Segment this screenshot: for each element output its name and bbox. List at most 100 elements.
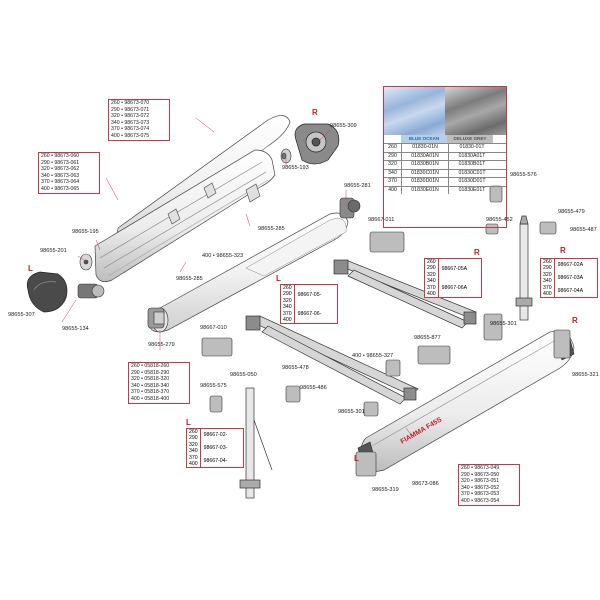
size-value: 260 (283, 285, 292, 291)
part-code: 98667-03A (557, 275, 584, 282)
fabric-swatches (384, 87, 506, 135)
size-value: 340 (543, 278, 552, 285)
callout-98655-877: 98655-877 (414, 335, 441, 341)
callout-98655-134: 98655-134 (62, 326, 89, 332)
table-line: 370 • 98673-064 (41, 179, 80, 186)
table-line: 320 • 98673-072 (111, 113, 150, 120)
callout-98655-050: 98655-050 (230, 372, 257, 378)
part-code: 98667-04- (203, 458, 228, 465)
size-value: 340 (427, 278, 436, 285)
tube-end-plug (147, 307, 165, 329)
size-value: 370 (543, 284, 552, 291)
callout-98655-193: 98655-193 (282, 165, 309, 171)
swatch-code: 01830B01N (401, 161, 448, 169)
table-line: 370 • 05818-370 (131, 389, 170, 396)
table-line: 370 • 98673-053 (461, 491, 500, 498)
callout-98655-576: 98655-576 (510, 172, 537, 178)
callout-98655-486: 98655-486 (300, 385, 327, 391)
case-brackets (167, 182, 261, 225)
size-value: 290 (543, 265, 552, 272)
table-line: 340 • 98673-063 (41, 172, 80, 179)
table-line: 400 • 05818-400 (131, 395, 170, 402)
callout-98655-285-a: 98655-285 (258, 226, 285, 232)
left-end-cap (26, 271, 68, 313)
callout-98667-010: 98667-010 (200, 325, 227, 331)
size-value: 290 (283, 291, 292, 298)
table-line: 370 • 98673-074 (111, 126, 150, 133)
size-value: 370 (283, 310, 292, 317)
table-line: 260 • 98673-060 (41, 153, 80, 159)
callout-98655-478: 98655-478 (282, 365, 309, 371)
size-value: 320 (543, 271, 552, 278)
callout-98655-285-b: 98655-285 (176, 276, 203, 282)
swatch-blue-ocean (384, 87, 445, 135)
callout-98655-307: 98655-307 (8, 312, 35, 318)
right-end-cap (294, 123, 340, 165)
arm-assembly-right (333, 259, 477, 329)
table-line: 260 • 98673-070 (111, 100, 150, 106)
side-label-right-front: R (572, 316, 578, 325)
table-line: 400 • 98673-065 (41, 185, 80, 192)
swatch-code: 01830C01T (448, 169, 495, 177)
part-code: 98667-02- (203, 432, 228, 439)
swatch-code: 01830-01T (448, 144, 495, 152)
callout-98655-279: 98655-279 (148, 342, 175, 348)
size-value: 340 (189, 448, 198, 455)
swatch-size: 320 (388, 161, 397, 167)
swatch-code: 01830D01N (401, 178, 448, 186)
callout-98655-319: 98655-319 (372, 487, 399, 493)
size-value: 260 (427, 259, 436, 265)
fabric-strip (245, 218, 347, 277)
callout-98655-321: 98655-321 (572, 372, 599, 378)
swatch-size: 400 (388, 186, 397, 193)
size-value: 320 (427, 271, 436, 278)
size-value: 370 (427, 284, 436, 291)
callout-98655-479: 98655-479 (558, 209, 585, 215)
table-line: 320 • 98673-051 (461, 478, 500, 485)
side-label-left-leg: L (186, 418, 191, 427)
small-hardware (201, 185, 571, 477)
leader-lines (61, 117, 413, 437)
callout-98655-487: 98655-487 (570, 227, 597, 233)
part-code: 98667-06A (441, 284, 468, 291)
side-label-right-endcap: R (312, 108, 318, 117)
callout-98655-309: 98655-309 (330, 123, 357, 129)
table-line: 320 • 05818-320 (131, 376, 170, 383)
table-line: 290 • 98673-050 (461, 471, 500, 478)
size-value: 290 (427, 265, 436, 272)
case-profile (94, 149, 276, 282)
size-value: 320 (189, 441, 198, 448)
callout-98655-301-a: 98655-301 (490, 321, 517, 327)
table-line: 340 • 05818-340 (131, 382, 170, 389)
washer (79, 253, 93, 271)
swatch-code: 01830A01N (401, 152, 448, 160)
swatch-size: 370 (388, 178, 397, 184)
swatch-size: 340 (388, 169, 397, 176)
callout-98655-195: 98655-195 (72, 229, 99, 235)
table-line: 290 • 98673-071 (111, 106, 150, 113)
size-value: 400 (427, 291, 436, 298)
callout-98655-452: 98655-452 (486, 217, 513, 223)
table-line: 290 • 98673-061 (41, 159, 80, 166)
header-blue-ocean: BLUE OCEAN (401, 135, 447, 143)
size-value: 400 (283, 317, 292, 324)
table-line: 260 • 05818-260 (131, 363, 170, 369)
swatch-code: 01830A01T (448, 152, 495, 160)
callout-98667-011: 98667-011 (368, 217, 395, 223)
part-code: 98667-06- (297, 310, 322, 317)
callout-98655-575: 98655-575 (200, 383, 227, 389)
swatch-size: 290 (388, 152, 397, 159)
